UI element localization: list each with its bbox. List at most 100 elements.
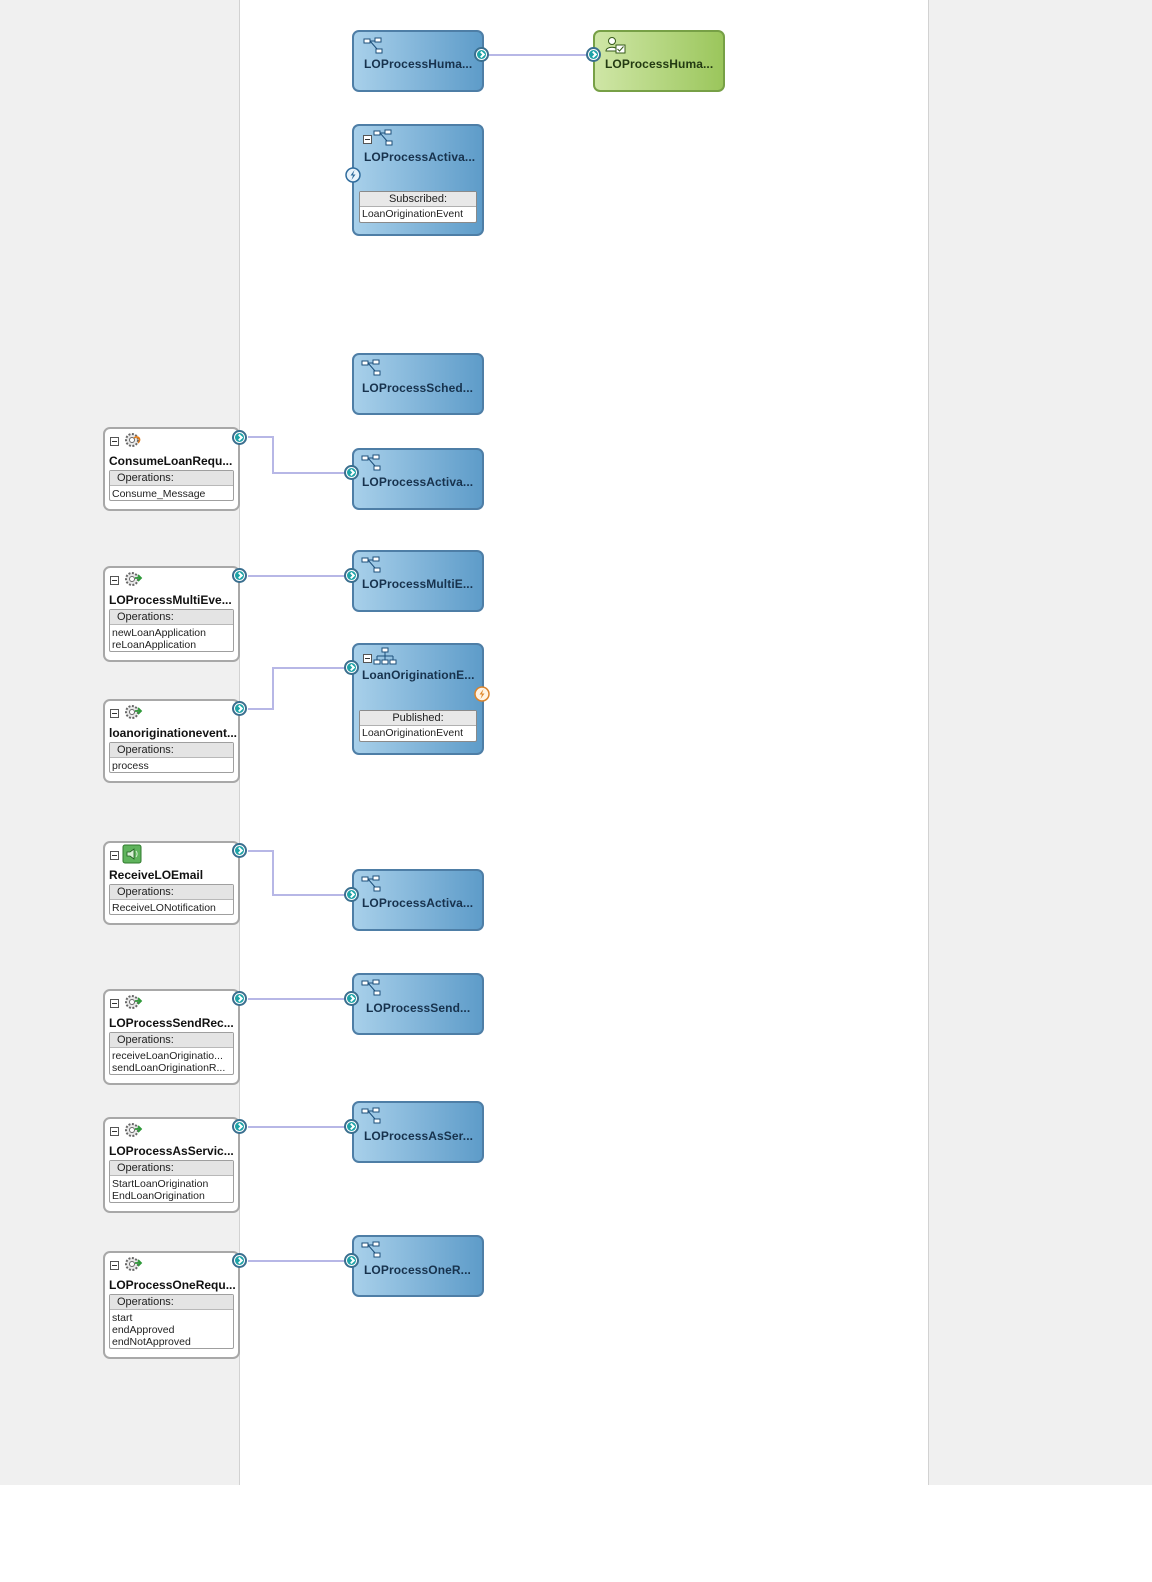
service-port-send[interactable]	[344, 991, 359, 1006]
service-out-port-receive-email[interactable]	[232, 843, 247, 858]
component-label: LOProcessMultiE...	[362, 577, 474, 591]
published-event[interactable]: LoanOriginationEvent	[362, 727, 463, 739]
human-task-icon	[605, 37, 626, 54]
service-out-port-as-service[interactable]	[232, 1119, 247, 1134]
operation-item[interactable]: start	[112, 1312, 133, 1324]
service-port-as-service[interactable]	[344, 1119, 359, 1134]
jms-adapter-icon	[125, 433, 141, 447]
operation-item[interactable]: StartLoanOrigination	[112, 1178, 209, 1190]
component-as-service[interactable]: LOProcessAsSer...	[352, 1101, 484, 1163]
service-port-activation-3[interactable]	[344, 887, 359, 902]
operation-item[interactable]: endNotApproved	[112, 1336, 191, 1348]
operations-box: Operations: start endApproved endNotAppr…	[109, 1294, 234, 1349]
operation-item[interactable]: sendLoanOriginationR...	[112, 1062, 226, 1074]
operations-label: Operations:	[110, 471, 233, 486]
operations-label: Operations:	[110, 1161, 233, 1176]
service-port-activation-2[interactable]	[344, 465, 359, 480]
service-name: ReceiveLOEmail	[109, 868, 204, 882]
web-service-gear-icon	[125, 572, 143, 586]
component-multi-event[interactable]: LOProcessMultiE...	[352, 550, 484, 612]
operation-item[interactable]: process	[112, 760, 149, 772]
component-label: LOProcessSend...	[366, 1001, 471, 1015]
service-loan-origination-event[interactable]: loanoriginationevent... Operations: proc…	[103, 699, 240, 783]
collapse-toggle[interactable]	[363, 135, 372, 144]
service-consume-loan-request[interactable]: ConsumeLoanRequ... Operations: Consume_M…	[103, 427, 240, 511]
collapse-toggle[interactable]	[110, 851, 119, 860]
component-label: LOProcessHuma...	[605, 57, 714, 71]
bpmn-process-icon	[363, 37, 383, 54]
operation-item[interactable]: EndLoanOrigination	[112, 1190, 205, 1202]
operations-box: Operations: newLoanApplication reLoanApp…	[109, 609, 234, 652]
component-activation-3[interactable]: LOProcessActiva...	[352, 869, 484, 931]
event-subscribe-icon[interactable]	[345, 167, 361, 183]
component-activation-2[interactable]: LOProcessActiva...	[352, 448, 484, 510]
component-label: LOProcessSched...	[362, 381, 474, 395]
component-loan-origination-event[interactable]: LoanOriginationE... Published: LoanOrigi…	[352, 643, 484, 755]
event-publish-icon[interactable]	[474, 686, 490, 702]
bpmn-process-icon	[361, 1107, 381, 1124]
operations-box: Operations: receiveLoanOriginatio... sen…	[109, 1032, 234, 1075]
bpmn-process-icon	[361, 1241, 381, 1258]
operations-box: Operations: ReceiveLONotification	[109, 884, 234, 915]
collapse-toggle[interactable]	[110, 1261, 119, 1270]
subscribed-label: Subscribed:	[360, 192, 476, 207]
service-as-service[interactable]: LOProcessAsServic... Operations: StartLo…	[103, 1117, 240, 1213]
collapse-toggle[interactable]	[110, 437, 119, 446]
service-receive-lo-email[interactable]: ReceiveLOEmail Operations: ReceiveLONoti…	[103, 841, 240, 925]
component-human-task[interactable]: LOProcessHuma...	[593, 30, 725, 92]
mediator-icon	[373, 647, 397, 665]
collapse-toggle[interactable]	[110, 999, 119, 1008]
subscribed-event[interactable]: LoanOriginationEvent	[362, 208, 463, 220]
operations-label: Operations:	[110, 1033, 233, 1048]
collapse-toggle[interactable]	[110, 576, 119, 585]
service-name: LOProcessMultiEve...	[109, 593, 232, 607]
subscribed-events-box: Subscribed: LoanOriginationEvent	[359, 191, 477, 223]
service-out-port-loan-event[interactable]	[232, 701, 247, 716]
service-out-port-one-request[interactable]	[232, 1253, 247, 1268]
operations-label: Operations:	[110, 885, 233, 900]
reference-port-human1[interactable]	[474, 47, 489, 62]
bpmn-process-icon	[361, 556, 381, 573]
component-one-request[interactable]: LOProcessOneR...	[352, 1235, 484, 1297]
service-port-multi-event[interactable]	[344, 568, 359, 583]
service-out-port-consume[interactable]	[232, 430, 247, 445]
component-activation-subscriber[interactable]: LOProcessActiva... Subscribed: LoanOrigi…	[352, 124, 484, 236]
component-label: LOProcessHuma...	[364, 57, 473, 71]
web-service-gear-icon	[125, 1257, 143, 1271]
bpmn-process-icon	[361, 979, 381, 996]
operations-label: Operations:	[110, 743, 233, 758]
operation-item[interactable]: receiveLoanOriginatio...	[112, 1050, 223, 1062]
component-scheduler[interactable]: LOProcessSched...	[352, 353, 484, 415]
operation-item[interactable]: newLoanApplication	[112, 627, 206, 639]
operation-item[interactable]: reLoanApplication	[112, 639, 197, 651]
service-out-port-multi-event[interactable]	[232, 568, 247, 583]
service-send-receive[interactable]: LOProcessSendRec... Operations: receiveL…	[103, 989, 240, 1085]
operations-label: Operations:	[110, 1295, 233, 1310]
component-loprocess-human[interactable]: LOProcessHuma...	[352, 30, 484, 92]
collapse-toggle[interactable]	[110, 709, 119, 718]
component-label: LOProcessAsSer...	[364, 1129, 474, 1143]
service-port-one-request[interactable]	[344, 1253, 359, 1268]
service-one-request[interactable]: LOProcessOneRequ... Operations: start en…	[103, 1251, 240, 1359]
operation-item[interactable]: ReceiveLONotification	[112, 902, 216, 914]
component-send[interactable]: LOProcessSend...	[352, 973, 484, 1035]
service-port-loan-origination-event[interactable]	[344, 660, 359, 675]
component-label: LOProcessActiva...	[364, 150, 476, 164]
operations-box: Operations: Consume_Message	[109, 470, 234, 501]
bpmn-process-icon	[373, 129, 393, 146]
operation-item[interactable]: Consume_Message	[112, 488, 206, 500]
email-adapter-icon	[122, 844, 142, 864]
service-multi-event[interactable]: LOProcessMultiEve... Operations: newLoan…	[103, 566, 240, 662]
service-port-human-task[interactable]	[586, 47, 601, 62]
web-service-gear-icon	[125, 705, 143, 719]
operation-item[interactable]: endApproved	[112, 1324, 175, 1336]
operations-label: Operations:	[110, 610, 233, 625]
operations-box: Operations: process	[109, 742, 234, 773]
collapse-toggle[interactable]	[363, 654, 372, 663]
collapse-toggle[interactable]	[110, 1127, 119, 1136]
component-label: LOProcessActiva...	[362, 475, 474, 489]
service-name: LOProcessOneRequ...	[109, 1278, 236, 1292]
service-name: LOProcessSendRec...	[109, 1016, 234, 1030]
component-label: LOProcessActiva...	[362, 896, 474, 910]
service-out-port-send-receive[interactable]	[232, 991, 247, 1006]
